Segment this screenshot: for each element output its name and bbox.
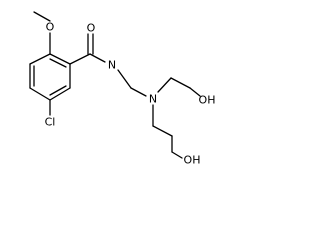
upper-arm-bond-1 — [157, 77, 172, 93]
chlorine-label: Cl — [45, 116, 56, 129]
amide-to-methylene-bond — [117, 69, 132, 89]
ring-bond — [29, 87, 51, 101]
ring-bond — [29, 53, 51, 65]
ring-to-carbonyl-bond — [69, 53, 91, 65]
chemical-structure-diagram: O O N N OH OH Cl — [29, 11, 216, 167]
ring-double-bond — [49, 85, 67, 96]
carbonyl-oxygen-label: O — [87, 22, 96, 35]
amine-nitrogen-label: N — [149, 93, 157, 106]
ring-double-bond — [49, 58, 67, 68]
upper-arm-bond-2 — [170, 77, 191, 89]
lower-arm-bond-4 — [171, 151, 183, 159]
amide-nitrogen-label: N — [108, 59, 116, 72]
methyl-bond — [33, 11, 51, 22]
carbonyl-to-nitrogen-bond — [89, 53, 106, 63]
lower-hydroxyl-label: OH — [184, 154, 201, 167]
methylene-to-amine-bond — [130, 87, 147, 97]
methoxy-oxygen-label: O — [46, 21, 55, 34]
benzene-ring — [29, 53, 71, 101]
lower-arm-bond-2 — [152, 125, 173, 137]
upper-hydroxyl-label: OH — [199, 94, 216, 107]
ring-bond — [49, 53, 71, 65]
upper-arm-bond-3 — [189, 87, 201, 97]
ring-bond — [49, 87, 71, 101]
